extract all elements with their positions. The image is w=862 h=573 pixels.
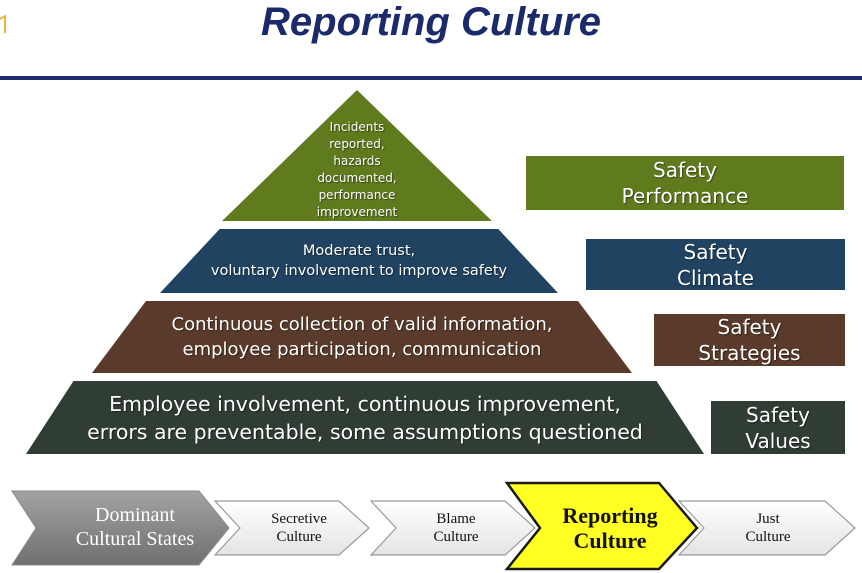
- apex-line: documented,: [317, 171, 397, 185]
- step-line: Cultural States: [75, 528, 195, 550]
- tier-line: Employee involvement, continuous improve…: [109, 391, 621, 416]
- apex-line: improvement: [316, 205, 398, 219]
- step-line: Culture: [745, 529, 791, 545]
- tier-line: employee participation, communication: [182, 339, 542, 360]
- step-line: Just: [756, 511, 780, 527]
- label-line: Safety: [746, 402, 810, 427]
- pyramid-tier-strategies: Continuous collection of valid informati…: [92, 301, 632, 373]
- label-safety-strategies: Safety Strategies: [654, 314, 845, 366]
- step-line: Blame: [436, 511, 476, 527]
- label-line: Climate: [677, 265, 754, 290]
- step-reporting-label: Reporting Culture: [540, 488, 680, 568]
- step-blame-label: Blame Culture: [400, 501, 512, 555]
- chevron-secretive: [213, 500, 370, 556]
- pyramid-apex-text: Incidents reported, hazards documented, …: [299, 119, 415, 221]
- label-line: Safety: [717, 315, 782, 339]
- pyramid-tier-climate: Moderate trust, voluntary involvement to…: [160, 229, 558, 293]
- label-line: Performance: [621, 184, 749, 208]
- step-line: Dominant: [95, 504, 175, 526]
- chevron-reporting: [504, 481, 699, 571]
- step-just-label: Just Culture: [708, 501, 828, 555]
- label-line: Safety: [683, 239, 748, 264]
- title-divider: [0, 76, 862, 80]
- tier-line: voluntary involvement to improve safety: [210, 263, 508, 279]
- apex-line: hazards: [333, 154, 381, 168]
- apex-line: performance: [318, 188, 396, 202]
- culture-progression: [11, 481, 856, 571]
- label-safety-values: Safety Values: [711, 401, 845, 454]
- step-line: Culture: [433, 529, 479, 545]
- step-line: Secretive: [271, 511, 327, 527]
- tier-line: errors are preventable, some assumptions…: [87, 419, 643, 444]
- label-safety-performance: Safety Performance: [526, 156, 844, 210]
- apex-line: Incidents: [329, 120, 385, 134]
- page-title: Reporting Culture: [261, 0, 601, 44]
- chevron-blame: [369, 500, 536, 556]
- step-line: Reporting: [562, 503, 658, 528]
- tier-line: Continuous collection of valid informati…: [171, 314, 553, 335]
- label-safety-climate: Safety Climate: [586, 239, 845, 290]
- step-secretive-label: Secretive Culture: [244, 501, 354, 555]
- apex-line: reported,: [329, 137, 385, 151]
- step-line: Culture: [276, 529, 322, 545]
- chevron-dominant: [11, 490, 230, 566]
- label-line: Strategies: [698, 341, 801, 365]
- pyramid-tier-values: Employee involvement, continuous improve…: [26, 381, 704, 454]
- label-line: Safety: [653, 158, 717, 182]
- label-line: Values: [745, 428, 811, 453]
- step-line: Culture: [573, 528, 647, 553]
- tier-line: Moderate trust,: [302, 243, 416, 259]
- chevron-just: [677, 500, 856, 556]
- step-dominant-label: Dominant Cultural States: [46, 491, 224, 563]
